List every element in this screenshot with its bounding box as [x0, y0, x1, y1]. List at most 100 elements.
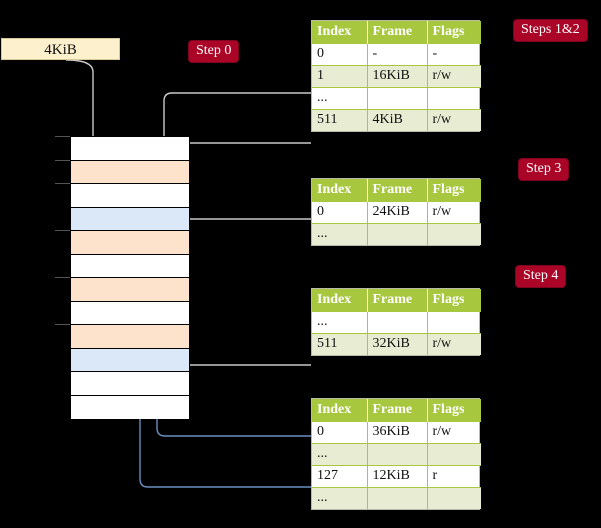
- memory-frame-row-1: [71, 160, 189, 184]
- column-header-index: Index: [312, 21, 368, 43]
- table-row: ...: [312, 486, 481, 509]
- cell-index: ...: [317, 490, 328, 506]
- cell-index: ...: [317, 226, 328, 242]
- table-cell: ...: [312, 486, 368, 509]
- cell-flags: r/w: [432, 336, 452, 352]
- cell-index: 511: [317, 336, 338, 352]
- cell-index: 0: [317, 204, 324, 219]
- memory-tick-0: [55, 136, 70, 137]
- table-cell: 511: [312, 108, 368, 131]
- memory-tick-4: [55, 230, 70, 231]
- cell-frame: 12KiB: [372, 468, 410, 483]
- table-cell: 32KiB: [367, 332, 428, 355]
- table-cell: 4KiB: [367, 108, 428, 131]
- cell-frame: 32KiB: [372, 336, 410, 352]
- badge-steps-1-2: Steps 1&2: [514, 20, 587, 41]
- cell-index: 511: [317, 112, 338, 128]
- table-cell: 12KiB: [367, 464, 428, 487]
- wire-4kib-to-memory: [65, 59, 98, 150]
- cell-index: ...: [317, 314, 328, 329]
- table-cell: ...: [312, 310, 368, 333]
- column-header-flags: Flags: [427, 289, 481, 311]
- column-header-frame: Frame: [367, 289, 428, 311]
- memory-frame-row-10: [71, 372, 189, 396]
- table-cell: r/w: [427, 108, 481, 131]
- table-row: 511 32KiB r/w: [312, 332, 481, 355]
- table-cell: 127: [312, 464, 368, 487]
- table-row: ...: [312, 222, 481, 245]
- cell-frame: -: [372, 46, 378, 61]
- wire-t2-0-to-memory: [169, 218, 311, 270]
- table-cell: [427, 222, 481, 245]
- column-header-index: Index: [312, 289, 368, 311]
- source-frame-box: 4KiB: [1, 38, 120, 60]
- memory-frame-row-3: [71, 207, 189, 231]
- cell-flags: -: [432, 46, 438, 61]
- memory-frame-row-8: [71, 325, 189, 349]
- memory-frame-row-11: [71, 395, 189, 419]
- memory-frame-row-9: [71, 348, 189, 372]
- memory-frame-row-7: [71, 301, 189, 325]
- table-cell: [367, 86, 428, 109]
- table-row: 0 24KiB r/w: [312, 200, 481, 223]
- table-row: ...: [312, 86, 481, 109]
- cell-flags: r/w: [432, 68, 452, 83]
- column-header-frame: Frame: [367, 21, 428, 43]
- table-cell: ...: [312, 222, 368, 245]
- table-row: 0 - -: [312, 42, 481, 65]
- table-cell: 0: [312, 200, 368, 223]
- table-row: 1 16KiB r/w: [312, 64, 481, 87]
- physical-memory-column: [70, 136, 190, 419]
- table-cell: 0: [312, 420, 368, 443]
- column-header-index: Index: [312, 179, 368, 201]
- table-row: ...: [312, 442, 481, 465]
- table-cell: 1: [312, 64, 368, 87]
- source-frame-label: 4KiB: [44, 42, 77, 58]
- table-cell: 511: [312, 332, 368, 355]
- memory-frame-row-6: [71, 278, 189, 302]
- table-cell: ...: [312, 442, 368, 465]
- table-row: 511 4KiB r/w: [312, 108, 481, 131]
- badge-step-0: Step 0: [189, 41, 239, 62]
- wire-memory-to-t1: [167, 142, 311, 160]
- table-cell: [427, 86, 481, 109]
- column-header-flags: Flags: [427, 179, 481, 201]
- cell-flags: r/w: [432, 424, 452, 439]
- wire-t3-511-to-memory: [175, 310, 311, 366]
- cell-frame: 4KiB: [372, 112, 403, 128]
- cell-frame: 24KiB: [372, 204, 410, 219]
- table-cell: -: [367, 42, 428, 65]
- cell-frame: 16KiB: [372, 68, 410, 83]
- column-header-index: Index: [312, 399, 368, 421]
- table-cell: r/w: [427, 332, 481, 355]
- table-cell: 0: [312, 42, 368, 65]
- badge-step-4: Step 4: [516, 266, 566, 287]
- cell-index: 0: [317, 424, 324, 439]
- cell-index: ...: [317, 90, 328, 105]
- cell-index: 0: [317, 46, 324, 61]
- cell-index: 127: [317, 468, 338, 483]
- column-header-frame: Frame: [367, 399, 428, 421]
- table-cell: r/w: [427, 64, 481, 87]
- cell-flags: r/w: [432, 112, 452, 128]
- badge-step-3: Step 3: [519, 159, 569, 180]
- table-cell: 24KiB: [367, 200, 428, 223]
- memory-tick-1: [55, 160, 70, 161]
- table-cell: r: [427, 464, 481, 487]
- table-cell: r/w: [427, 200, 481, 223]
- table-cell: [367, 442, 428, 465]
- table-cell: r/w: [427, 420, 481, 443]
- cell-index: 1: [317, 68, 324, 83]
- memory-tick-2: [55, 183, 70, 184]
- table-cell: [427, 310, 481, 333]
- cell-flags: r/w: [432, 204, 452, 219]
- table-cell: ...: [312, 86, 368, 109]
